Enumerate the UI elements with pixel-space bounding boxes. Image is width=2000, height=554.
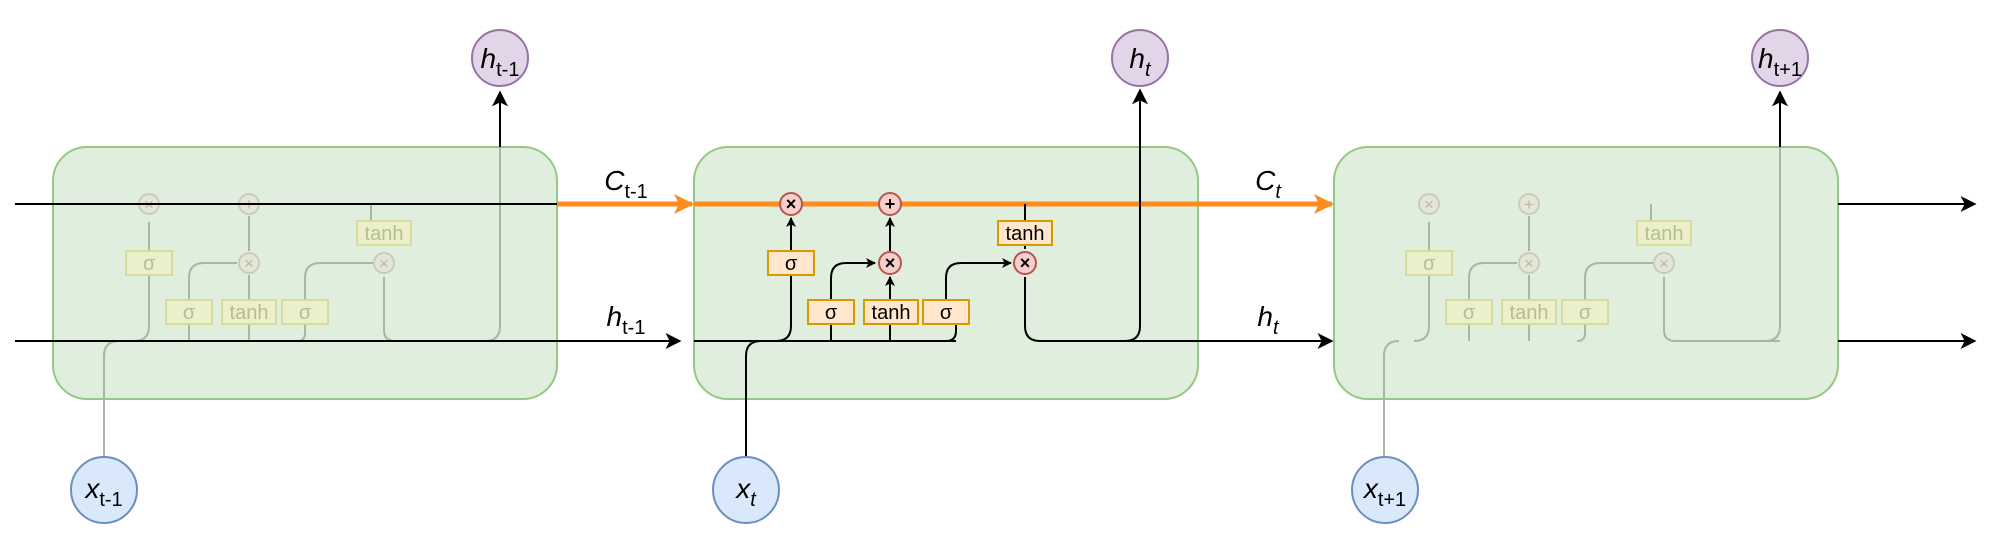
forget-multiply-op-symbol: ×: [786, 194, 797, 214]
candidate-tanh-faded-label: tanh: [1510, 302, 1549, 324]
forget-gate-sigma-faded-label: σ: [143, 253, 156, 275]
forget-multiply-op-faded: [1418, 193, 1440, 215]
connection-label-1: Ct-1: [604, 165, 648, 203]
cell-add-op-symbol: +: [885, 194, 896, 214]
connection-label-4: ht: [1257, 301, 1280, 339]
output-sigma-to-mult-faded: [304, 262, 373, 300]
output-multiply-op-symbol: ×: [1020, 253, 1031, 273]
output-node-2: [1111, 29, 1169, 87]
input-node-2: [712, 456, 780, 524]
output-multiply-op-faded: [373, 252, 395, 274]
input-gate-sigma-faded-label: σ: [183, 302, 196, 324]
output-to-hidden: [1024, 277, 1198, 342]
connection-label-2: ht-1: [607, 301, 646, 339]
output-gate-sigma-label: σ: [940, 302, 953, 324]
input-node-label-2: xt: [734, 473, 757, 511]
lstm-cell-internals-3: σ σ tanh σ tanh × + × ×: [1383, 147, 1781, 457]
cell-add-op: +: [878, 192, 902, 216]
forget-wire-faded: [1413, 222, 1430, 342]
output-sigma-to-mult-faded: [1584, 262, 1653, 300]
forget-gate-sigma-faded: [125, 250, 173, 276]
input-gate-sigma-label: σ: [825, 302, 838, 324]
input-multiply-op-faded-symbol: ×: [1524, 254, 1534, 273]
lstm-cell-internals-2: × + × × σ σ tanh σ: [557, 88, 1334, 457]
input-multiply-op-symbol: ×: [885, 253, 896, 273]
output-node-label-1: ht-1: [481, 43, 520, 81]
cell-tanh-faded: [356, 220, 412, 246]
output-gate-sigma-faded-label: σ: [299, 302, 312, 324]
cell-tanh-faded: [1636, 220, 1692, 246]
output-sigma-wire: [945, 324, 957, 342]
candidate-tanh-faded: [1501, 299, 1557, 325]
forget-gate-sigma-label: σ: [785, 253, 798, 275]
output-node-3: [1751, 29, 1809, 87]
output-sigma-to-mult: [945, 258, 1012, 300]
connection-label-3: Ct: [1255, 165, 1282, 203]
output-gate-sigma-faded-label: σ: [1579, 302, 1592, 324]
input-line: [745, 340, 762, 457]
output-node-label-3: ht+1: [1758, 43, 1802, 81]
output-to-ht: [1124, 88, 1148, 342]
input-multiply-op-faded-symbol: ×: [244, 254, 254, 273]
connection-labels: Ct-1 ht-1 Ct ht: [604, 165, 1282, 339]
input-gate-sigma-faded-label: σ: [1463, 302, 1476, 324]
input-multiply-op-faded: [238, 252, 260, 274]
output-to-hidden-faded: [1663, 277, 1780, 342]
input-sigma-to-mult: [830, 258, 876, 300]
input-node-1: [70, 456, 138, 524]
output-sigma-wire-faded: [1576, 324, 1586, 342]
forget-gate-wire: [775, 275, 792, 342]
cell-add-op-faded: [1518, 193, 1540, 215]
output-node-label-2: ht: [1129, 43, 1152, 81]
cell-add-op-faded-symbol: +: [1524, 195, 1534, 214]
cell-tanh-faded-label: tanh: [1645, 223, 1684, 245]
input-line-faded: [1383, 340, 1400, 457]
output-gate-sigma-faded: [281, 299, 329, 325]
input-sigma-to-mult-faded: [1468, 262, 1517, 300]
output-up-faded: [1764, 147, 1781, 342]
candidate-tanh-label: tanh: [872, 302, 911, 324]
cell-tanh-label: tanh: [1006, 223, 1045, 245]
input-node-3: [1351, 456, 1419, 524]
cell-state-lines: [15, 196, 1977, 349]
input-gate-sigma-faded: [165, 299, 213, 325]
input-node-label-1: xt-1: [83, 473, 122, 511]
output-gate-sigma: σ: [922, 299, 970, 325]
cell-tanh: tanh: [997, 220, 1053, 246]
output-multiply-op: ×: [1013, 251, 1037, 275]
input-node-label-3: xt+1: [1362, 473, 1406, 511]
input-gate-sigma: σ: [807, 299, 855, 325]
candidate-tanh-faded: [221, 299, 277, 325]
output-gate-sigma-faded: [1561, 299, 1609, 325]
output-multiply-op-faded-symbol: ×: [379, 254, 389, 273]
input-gate-sigma-faded: [1445, 299, 1493, 325]
input-sigma-to-mult-faded: [188, 262, 237, 300]
input-multiply-op: ×: [878, 251, 902, 275]
forget-gate-sigma-faded: [1405, 250, 1453, 276]
output-node-1: [471, 29, 529, 87]
forget-gate-sigma: σ: [767, 250, 815, 276]
candidate-tanh-faded-label: tanh: [230, 302, 269, 324]
forget-multiply-op-faded-symbol: ×: [1424, 195, 1434, 214]
input-multiply-op-faded: [1518, 252, 1540, 274]
output-multiply-op-faded: [1653, 252, 1675, 274]
nodes: ht-1 xt-1 ht xt ht+1 xt+1: [70, 29, 1809, 524]
forget-gate-sigma-faded-label: σ: [1423, 253, 1436, 275]
cell-tanh-faded-label: tanh: [365, 223, 404, 245]
forget-multiply-op: ×: [779, 192, 803, 216]
output-multiply-op-faded-symbol: ×: [1659, 254, 1669, 273]
candidate-tanh: tanh: [863, 299, 919, 325]
